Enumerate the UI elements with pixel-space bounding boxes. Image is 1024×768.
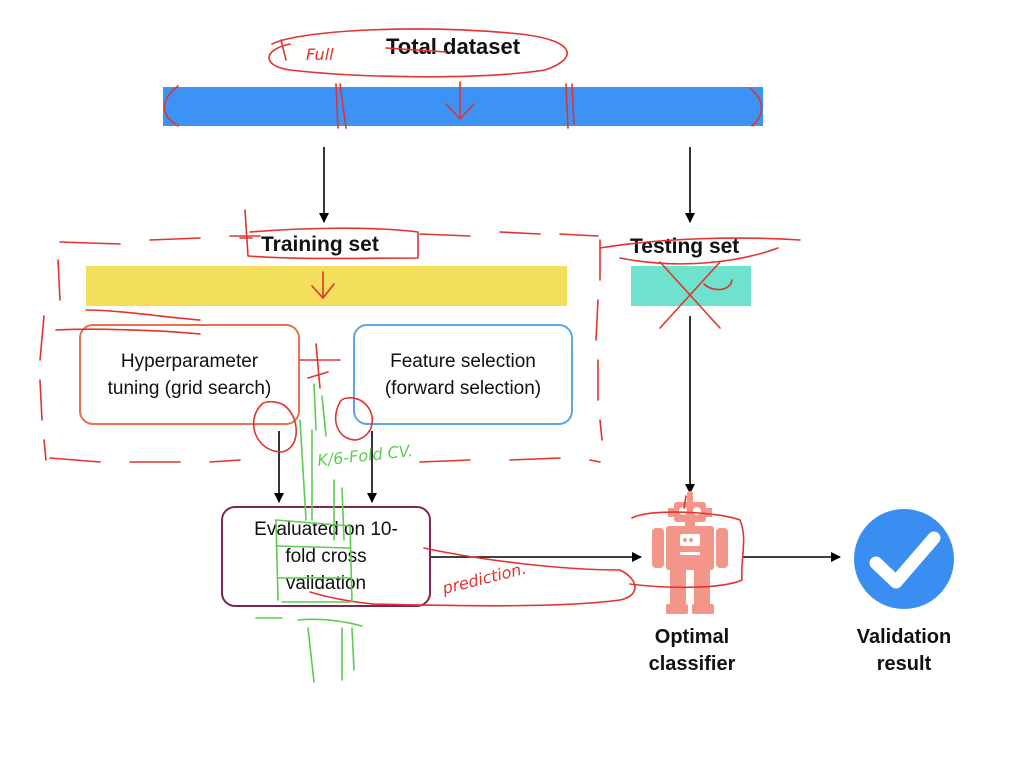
hyperparameter-line-1: Hyperparameter (120, 350, 259, 372)
validation-line-2: result (876, 653, 932, 675)
flow-arrows (274, 147, 841, 562)
check-circle-icon (854, 509, 954, 609)
optimal-line-2: classifier (648, 653, 736, 675)
feature-selection-box: Feature selection (forward selection) (353, 324, 573, 425)
optimal-classifier-label: Optimal classifier (632, 624, 752, 678)
hyperparameter-line-2: tuning (grid search) (107, 377, 272, 399)
optimal-line-1: Optimal (654, 626, 730, 648)
feature-line-1: Feature selection (390, 350, 536, 372)
checkmark-icon (869, 531, 941, 589)
validation-result-label: Validation result (844, 624, 964, 678)
validation-line-1: Validation (856, 626, 952, 648)
feature-line-2: (forward selection) (384, 377, 542, 399)
